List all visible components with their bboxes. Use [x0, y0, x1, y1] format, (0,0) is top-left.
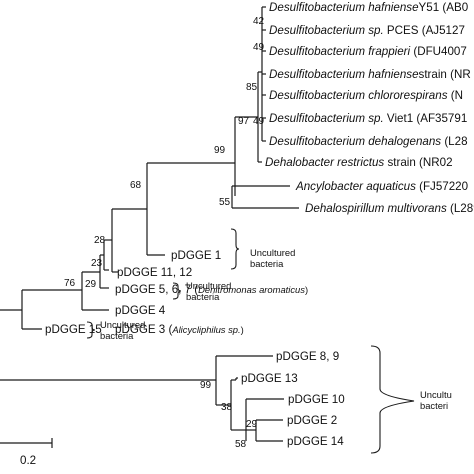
bootstrap-value: 97 [238, 116, 250, 127]
annotation-uncultured: Uncultured [250, 247, 295, 258]
bootstrap-value: 55 [219, 197, 231, 208]
brace-uncultured-4 [370, 345, 415, 454]
annotation-bacteria: bacteria [250, 258, 284, 269]
taxon-label: Desulfitobacterium dehalogenans (L28 [269, 135, 468, 148]
scale-bar-label: 0.2 [20, 454, 36, 467]
bootstrap-value: 38 [221, 402, 233, 413]
brace-uncultured-3 [86, 321, 96, 339]
bootstrap-value: 85 [246, 82, 258, 93]
taxon-label: Desulfitobacterium frappieri (DFU4007 [269, 45, 467, 58]
pdgge-labels: pDGGE 5, 6, 7 (Denitromonas aromaticus) [115, 283, 308, 296]
pdgge-label-with-taxon: pDGGE 3 (Alicycliphilus sp.) [115, 323, 244, 336]
taxon-label: Desulfitobacterium hafnienseY51 (AB0 [269, 1, 468, 14]
branches-pdgge-lower [0, 355, 284, 442]
pdgge-label-with-taxon: pDGGE 5, 6, 7 (Denitromonas aromaticus) [115, 283, 308, 296]
pdgge-label: pDGGE 13 [241, 372, 298, 385]
pdgge-label: pDGGE 8, 9 [276, 350, 339, 363]
bootstrap-value: 76 [64, 278, 76, 289]
taxon-label: Desulfitobacterium sp. PCES (AJ5127 [269, 24, 465, 37]
branches-pdgge-upper [0, 163, 165, 330]
pdgge-labels-more: pDGGE 4 pDGGE 3 (Alicycliphilus sp.) pDG… [45, 304, 244, 336]
pdgge-label: pDGGE 11, 12 [117, 266, 192, 279]
bootstrap-values: 42 49 85 49 97 99 55 68 28 23 29 76 99 3… [64, 16, 265, 450]
taxon-label: Desulfitobacterium chlororespirans (N [269, 89, 463, 102]
bootstrap-value: 42 [253, 16, 265, 27]
bootstrap-value: 23 [91, 258, 103, 269]
taxon-label: Desulfitobacterium hafniensestrain (NR [269, 68, 471, 81]
annotation-bacteria: bacteria [100, 330, 134, 341]
annotation-uncultured: Uncultured [100, 319, 145, 330]
pdgge-label: pDGGE 14 [287, 435, 344, 448]
bootstrap-value: 49 [253, 42, 265, 53]
taxon-label: Dehalobacter restrictus strain (NR02 [265, 156, 453, 169]
taxon-label: Dehalospirillum multivorans (L289 [305, 202, 474, 215]
bootstrap-value: 68 [130, 180, 142, 191]
bootstrap-value: 99 [214, 145, 226, 156]
branches-desulfitobacterium [235, 6, 266, 163]
bootstrap-value: 29 [246, 419, 258, 430]
braces [86, 228, 415, 454]
brace-uncultured-2 [172, 282, 182, 300]
annotation-bacteria: bacteria [186, 291, 220, 302]
annotation-uncultured: Uncultured [186, 280, 231, 291]
bootstrap-value: 99 [200, 380, 212, 391]
bootstrap-value: 49 [253, 116, 265, 127]
scale-bar: 0.2 [0, 438, 53, 467]
pdgge-label: pDGGE 4 [115, 304, 166, 317]
pdgge-label: pDGGE 10 [288, 393, 345, 406]
branches-outgroup-pair [147, 117, 299, 209]
pdgge-labels-lower: pDGGE 8, 9 pDGGE 13 pDGGE 10 pDGGE 2 pDG… [241, 350, 345, 448]
brace-uncultured-1 [230, 228, 240, 270]
taxon-labels: Desulfitobacterium hafnienseY51 (AB0 Des… [117, 1, 474, 279]
taxon-label: Ancylobacter aquaticus (FJ57220 [295, 180, 468, 193]
taxon-label: Desulfitobacterium sp. Viet1 (AF35791 [269, 112, 467, 125]
annotation-uncultured: Uncultu [420, 389, 452, 400]
pdgge-label: pDGGE 15 [45, 323, 102, 336]
annotation-bacteria: bacteri [420, 400, 448, 411]
bootstrap-value: 28 [94, 235, 106, 246]
pdgge-label: pDGGE 1 [171, 249, 221, 262]
bootstrap-value: 58 [235, 439, 247, 450]
bootstrap-value: 29 [85, 279, 97, 290]
annotations: Uncultured bacteria Uncultured bacteria … [100, 247, 452, 411]
pdgge-label: pDGGE 2 [287, 414, 337, 427]
